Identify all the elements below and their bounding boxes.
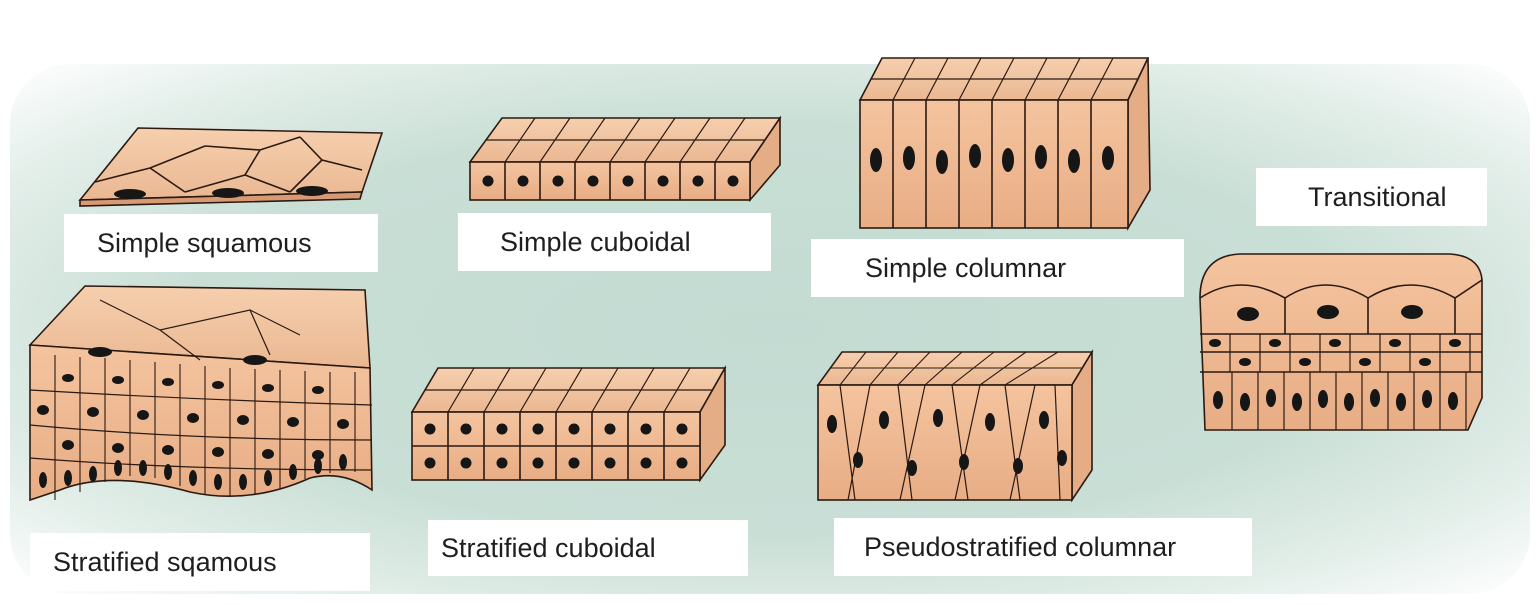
simple-cuboidal-illustration	[468, 115, 782, 203]
stratified-squamous-illustration	[28, 285, 373, 502]
label-stratified-squamous: Stratified sqamous	[30, 533, 370, 591]
label-simple-squamous: Simple squamous	[64, 214, 378, 272]
nuclei	[827, 409, 1067, 476]
nuclei	[424, 423, 688, 469]
pseudostratified-columnar-illustration	[816, 349, 1094, 503]
nuclei	[1209, 305, 1461, 411]
transitional-illustration	[1199, 253, 1483, 431]
label-transitional: Transitional	[1256, 168, 1487, 226]
label-pseudostratified-columnar: Pseudostratified columnar	[834, 518, 1252, 576]
stratified-cuboidal-illustration	[410, 364, 727, 483]
label-simple-cuboidal: Simple cuboidal	[458, 213, 771, 271]
nuclei	[114, 186, 328, 199]
nuclei	[870, 144, 1114, 174]
nuclei	[482, 175, 739, 187]
simple-columnar-illustration	[858, 57, 1151, 231]
label-stratified-cuboidal: Stratified cuboidal	[428, 520, 748, 576]
simple-squamous-illustration	[78, 127, 384, 207]
nuclei	[37, 347, 349, 490]
label-simple-columnar: Simple columnar	[811, 239, 1184, 297]
